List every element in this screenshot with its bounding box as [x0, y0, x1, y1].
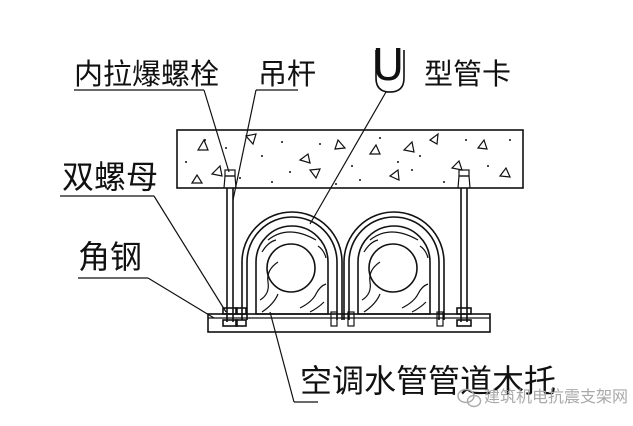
label-angle-steel: 角钢: [78, 238, 142, 276]
label-anchor-bolt: 内拉爆螺栓: [74, 57, 219, 91]
pipe-assembly-left: [241, 211, 355, 327]
slab-speckles: [185, 137, 511, 185]
label-u-clamp: 型管卡: [424, 57, 511, 91]
label-double-nut: 双螺母: [62, 158, 158, 196]
pipe-left: [266, 243, 316, 293]
concrete-slab: [176, 129, 524, 189]
watermark: 建筑机电抗震支架网: [457, 387, 628, 408]
leader-lines: [60, 89, 392, 403]
pipe-right: [368, 243, 418, 293]
double-nut-left: [222, 307, 247, 327]
wechat-icon: [457, 388, 482, 408]
label-u-letter: U: [372, 40, 404, 91]
pipe-assembly-right: [343, 211, 445, 327]
label-wood-support: 空调水管管道木托: [300, 362, 556, 400]
hanger-rod-right: [457, 169, 471, 322]
hanger-rod-left: [223, 169, 237, 322]
label-hanger-rod: 吊杆: [258, 57, 316, 91]
double-nut-right: [456, 307, 472, 327]
watermark-text: 建筑机电抗震支架网: [484, 387, 628, 406]
